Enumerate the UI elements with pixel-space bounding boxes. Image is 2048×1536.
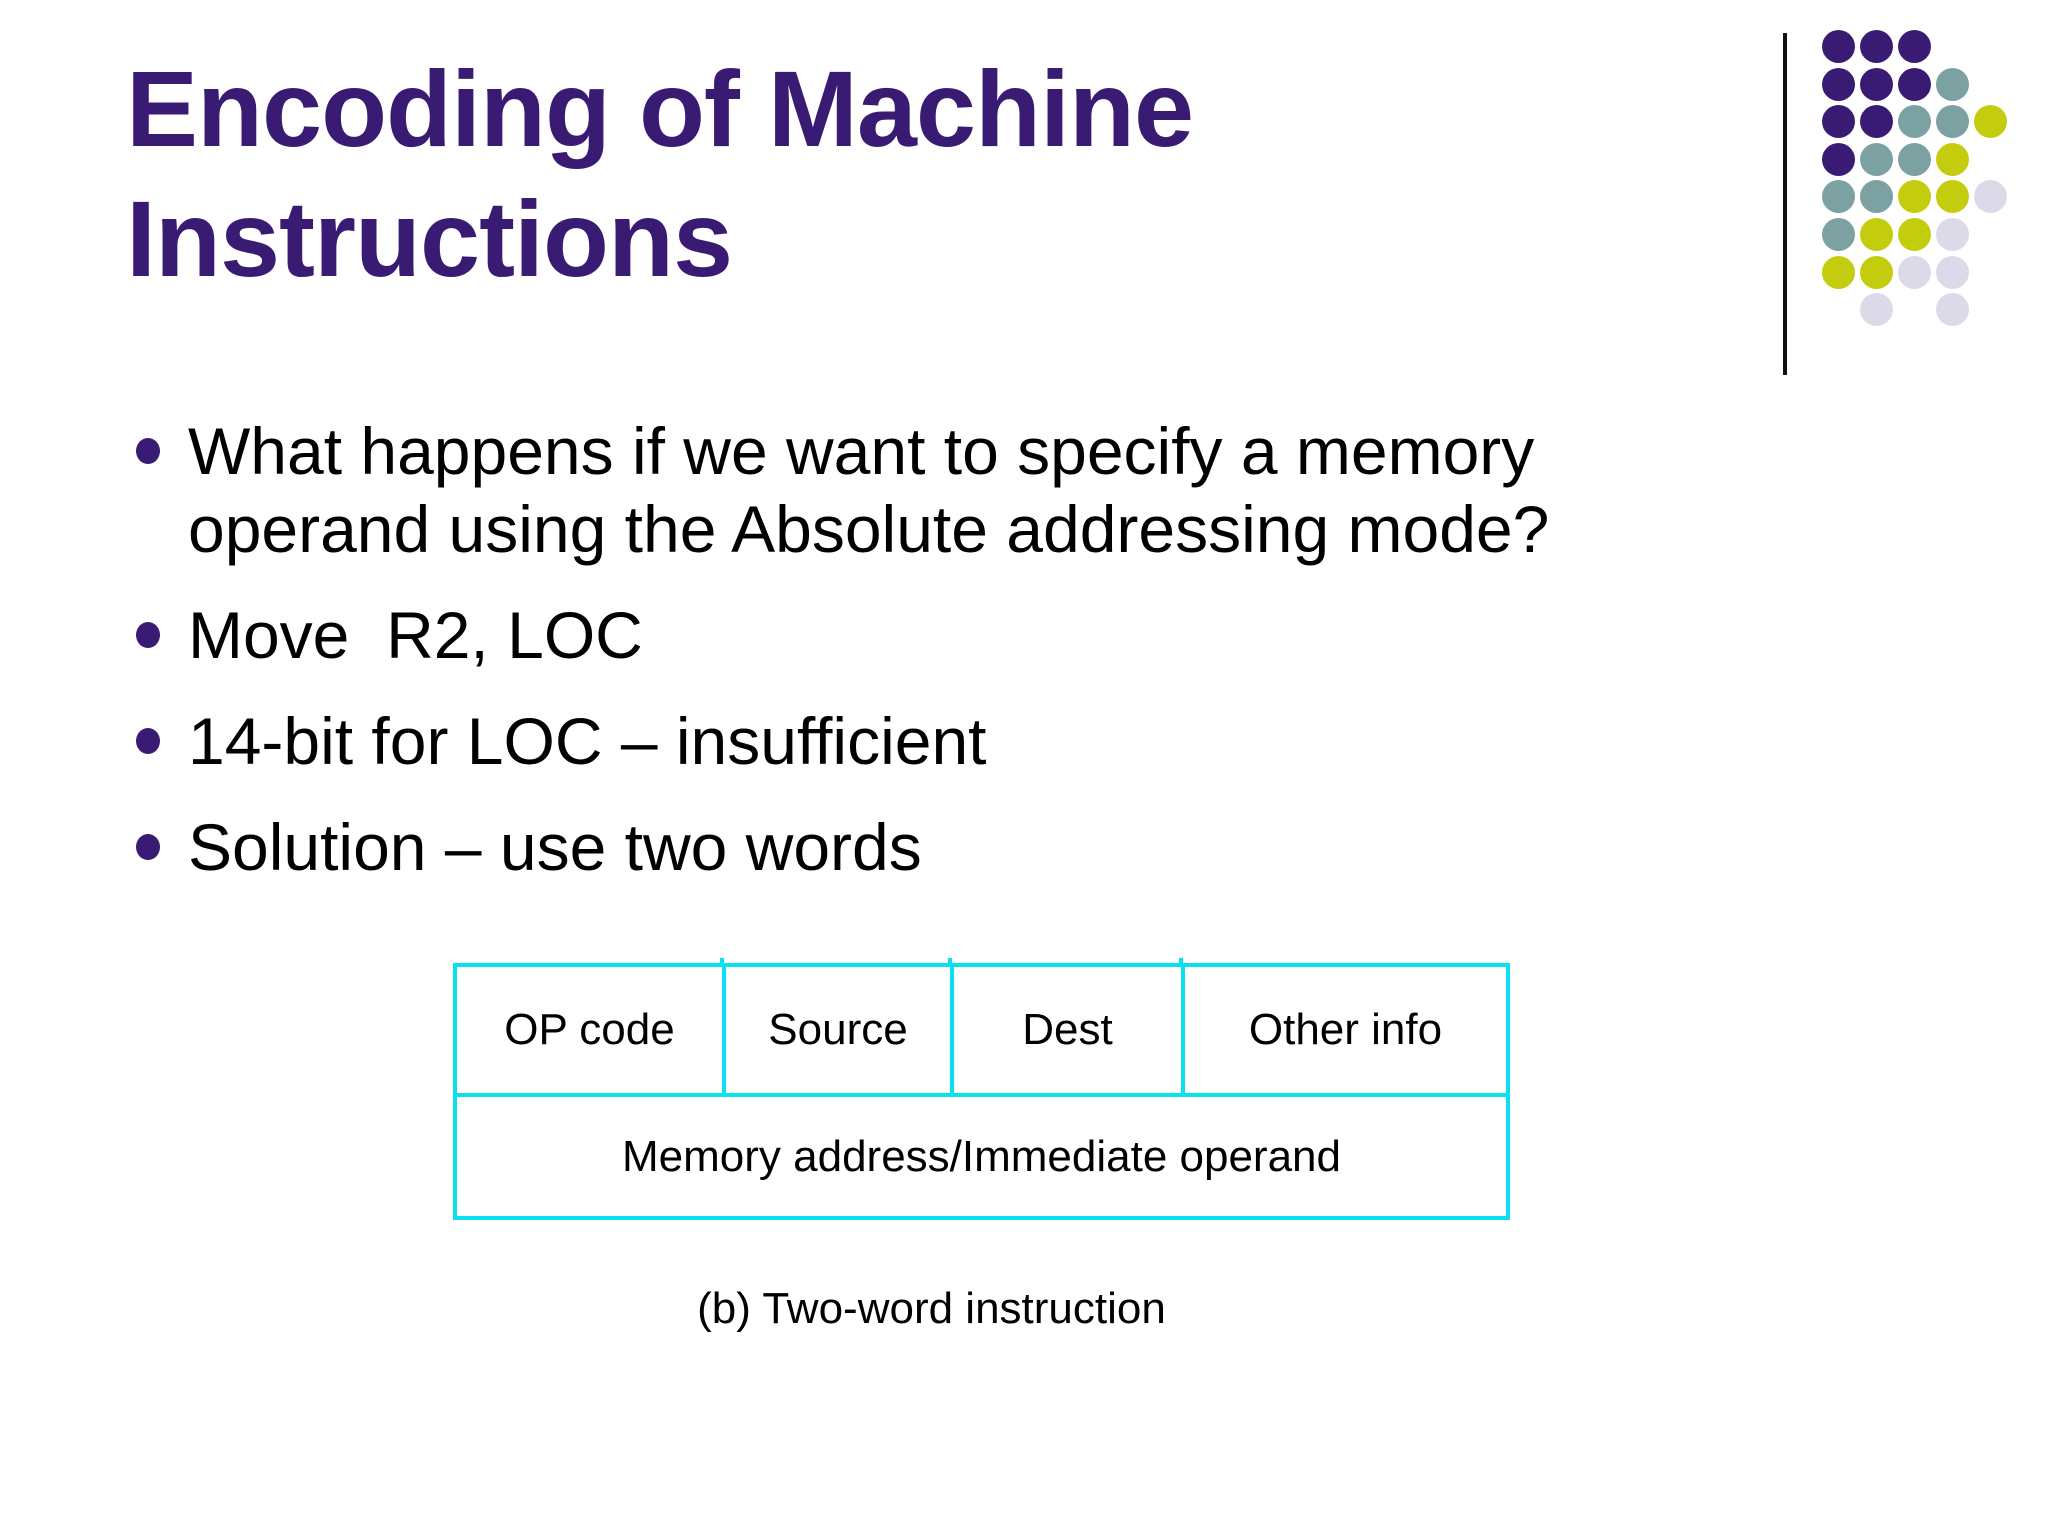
- cell-memory-address: Memory address/Immediate operand: [457, 1093, 1506, 1216]
- dot: [1860, 105, 1893, 139]
- dot: [1936, 293, 1969, 327]
- bullet-icon: [136, 438, 160, 464]
- cell-source: Source: [722, 967, 950, 1093]
- instruction-format-table: OP code Source Dest Other info Memory ad…: [453, 958, 1510, 1220]
- dot: [1860, 218, 1893, 251]
- dot: [1860, 293, 1893, 327]
- dot: [1898, 67, 1931, 101]
- dot: [1974, 105, 2007, 139]
- bullet-icon: [136, 622, 160, 648]
- dot: [1822, 67, 1855, 101]
- divider-tick: [948, 958, 952, 967]
- dot: [1936, 105, 1969, 139]
- dot: [1898, 105, 1931, 139]
- bullet-item: 14-bit for LOC – insufficient: [126, 702, 1746, 780]
- diagram-caption: (b) Two-word instruction: [697, 1284, 1166, 1333]
- dot: [1936, 218, 1969, 251]
- dot: [1822, 180, 1855, 214]
- bullet-item: What happens if we want to specify a mem…: [126, 412, 1746, 568]
- bullet-text: 14-bit for LOC – insufficient: [188, 704, 987, 778]
- dot: [1898, 255, 1931, 289]
- dot: [1898, 180, 1931, 214]
- ornament-vertical-rule: [1783, 33, 1787, 375]
- page-title: Encoding of Machine Instructions: [126, 44, 1686, 304]
- bullet-item: Move R2, LOC: [126, 596, 1746, 674]
- dot: [1822, 218, 1855, 251]
- dot: [1860, 142, 1893, 176]
- bullet-text: Move R2, LOC: [188, 598, 643, 672]
- dot: [1936, 142, 1969, 176]
- dot: [1822, 142, 1855, 176]
- title-line-2: Instructions: [126, 178, 733, 299]
- dot: [1860, 255, 1893, 289]
- word1-row: OP code Source Dest Other info: [457, 967, 1506, 1093]
- dot: [1936, 255, 1969, 289]
- bullet-list: What happens if we want to specify a mem…: [126, 412, 1746, 914]
- bullet-icon: [136, 728, 160, 754]
- divider-tick: [1179, 958, 1183, 967]
- dot: [1974, 180, 2007, 214]
- dots-ornament: [1800, 20, 2040, 350]
- cell-other-info: Other info: [1181, 967, 1506, 1093]
- dot: [1898, 218, 1931, 251]
- bullet-item: Solution – use two words: [126, 808, 1746, 886]
- bullet-text: What happens if we want to specify a mem…: [188, 414, 1553, 566]
- title-line-1: Encoding of Machine: [126, 48, 1194, 169]
- dot: [1898, 30, 1931, 63]
- bullet-text: Solution – use two words: [188, 810, 922, 884]
- divider-tick: [720, 958, 724, 967]
- dot: [1860, 30, 1893, 63]
- dot: [1860, 67, 1893, 101]
- dot: [1936, 180, 1969, 214]
- dot: [1822, 255, 1855, 289]
- dot: [1860, 180, 1893, 214]
- dot: [1822, 105, 1855, 139]
- dot: [1898, 142, 1931, 176]
- cell-dest: Dest: [950, 967, 1181, 1093]
- bullet-icon: [136, 834, 160, 860]
- dot: [1822, 30, 1855, 63]
- dot: [1936, 67, 1969, 101]
- cell-opcode: OP code: [504, 1005, 675, 1054]
